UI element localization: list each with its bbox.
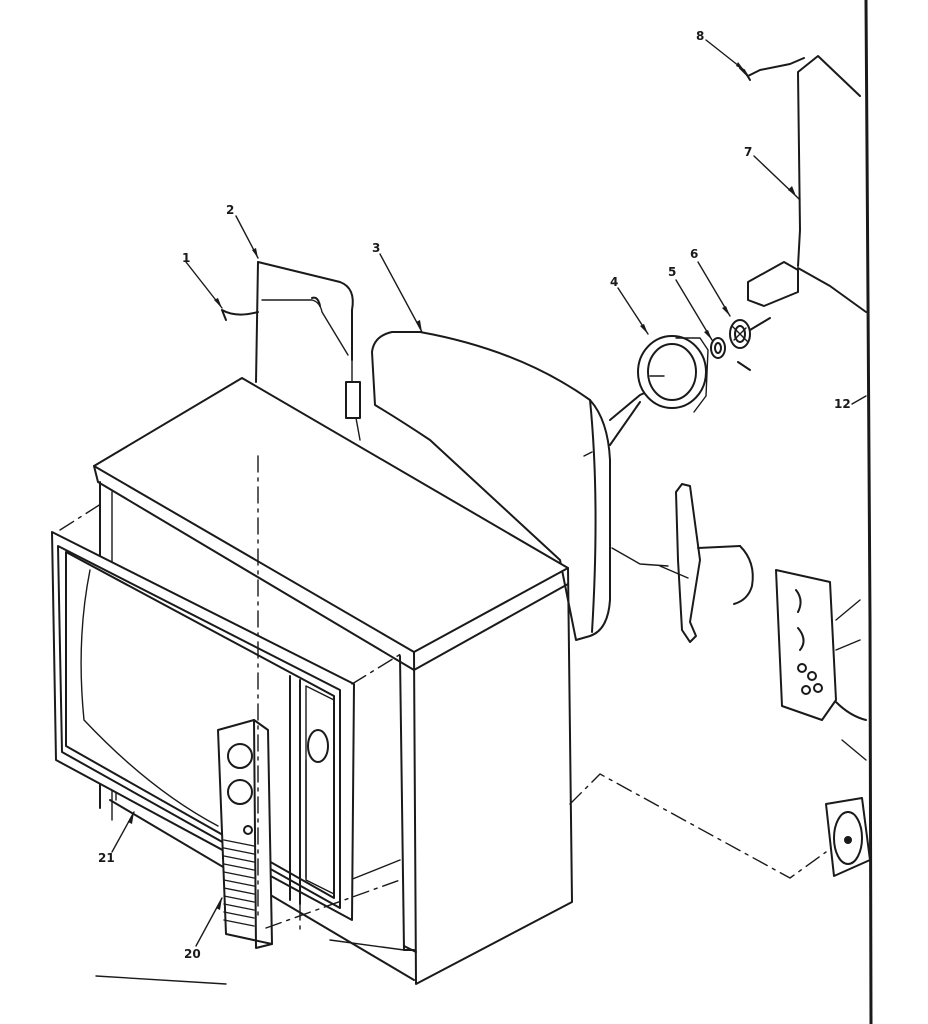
part-2-wire-harness xyxy=(255,261,361,441)
callout-labels: 1 2 3 4 5 6 7 8 12 20 21 xyxy=(98,29,851,961)
leader-arrowheads xyxy=(128,62,796,910)
callout-1: 1 xyxy=(182,251,190,265)
part-6-convergence-assembly xyxy=(729,317,771,371)
part-8-mounting-clip xyxy=(739,57,805,81)
callout-5: 5 xyxy=(668,265,676,279)
part-3-picture-tube xyxy=(371,331,669,641)
degaussing-coil xyxy=(659,483,754,643)
callout-8: 8 xyxy=(696,29,704,43)
callout-4: 4 xyxy=(610,275,618,289)
alignment-lines xyxy=(59,455,827,985)
callout-21: 21 xyxy=(98,851,115,865)
callout-20: 20 xyxy=(184,947,201,961)
callout-12: 12 xyxy=(834,397,851,411)
part-21-front-bezel xyxy=(51,531,355,921)
callout-3: 3 xyxy=(372,241,380,255)
callout-2: 2 xyxy=(226,203,234,217)
callout-6: 6 xyxy=(690,247,698,261)
part-4-deflection-yoke xyxy=(637,335,709,413)
part-1-clip xyxy=(221,296,321,321)
part-20-control-panel xyxy=(217,719,273,949)
right-frame-line xyxy=(864,0,873,1024)
control-board xyxy=(775,569,867,761)
speaker-grille xyxy=(223,839,255,927)
part-7-crt-socket xyxy=(747,55,867,313)
part-5-ring-magnet xyxy=(710,337,726,359)
speaker xyxy=(825,797,871,877)
callout-7: 7 xyxy=(744,145,752,159)
